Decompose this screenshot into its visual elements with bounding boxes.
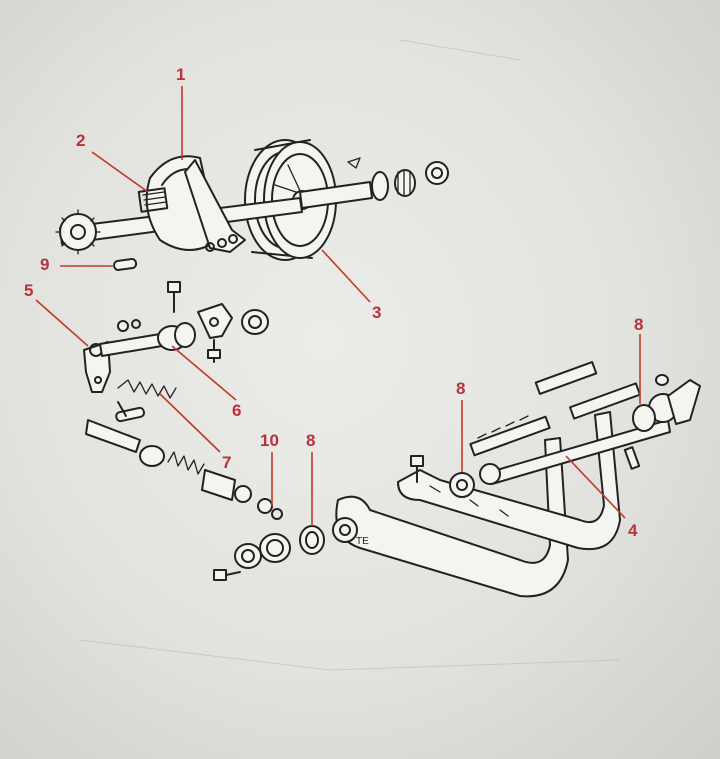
- callout-8-lower: 8: [306, 431, 316, 450]
- bushing-right: [632, 404, 656, 432]
- sprocket-gear: [55, 209, 101, 255]
- brake-band: [137, 155, 246, 253]
- adjuster-rod: [85, 419, 283, 520]
- pedal-bolt: [410, 455, 424, 483]
- callout-8-center: 8: [456, 379, 466, 398]
- paper-texture: [79, 39, 621, 671]
- bushing-center: [449, 463, 501, 498]
- return-spring: [115, 379, 177, 423]
- pedal-assembly: [332, 361, 701, 598]
- pivot-bracket: [157, 303, 269, 363]
- callout-10: 10: [260, 431, 279, 450]
- callout-6: 6: [232, 401, 242, 420]
- lever-arm: [83, 319, 163, 393]
- callout-3: 3: [372, 303, 382, 322]
- callout-2: 2: [76, 131, 86, 150]
- leader-lines: [35, 86, 641, 526]
- callout-1: 1: [176, 65, 186, 84]
- callout-5: 5: [24, 281, 34, 300]
- pin-part: [113, 258, 138, 271]
- washer-stack: [213, 533, 291, 581]
- callout-9: 9: [40, 255, 50, 274]
- band-bolt: [167, 281, 181, 313]
- callout-8-right: 8: [634, 315, 644, 334]
- callout-7: 7: [222, 453, 232, 472]
- callout-4: 4: [628, 521, 638, 540]
- part-stamp: TE: [356, 536, 369, 547]
- bushing-lower: [299, 525, 325, 555]
